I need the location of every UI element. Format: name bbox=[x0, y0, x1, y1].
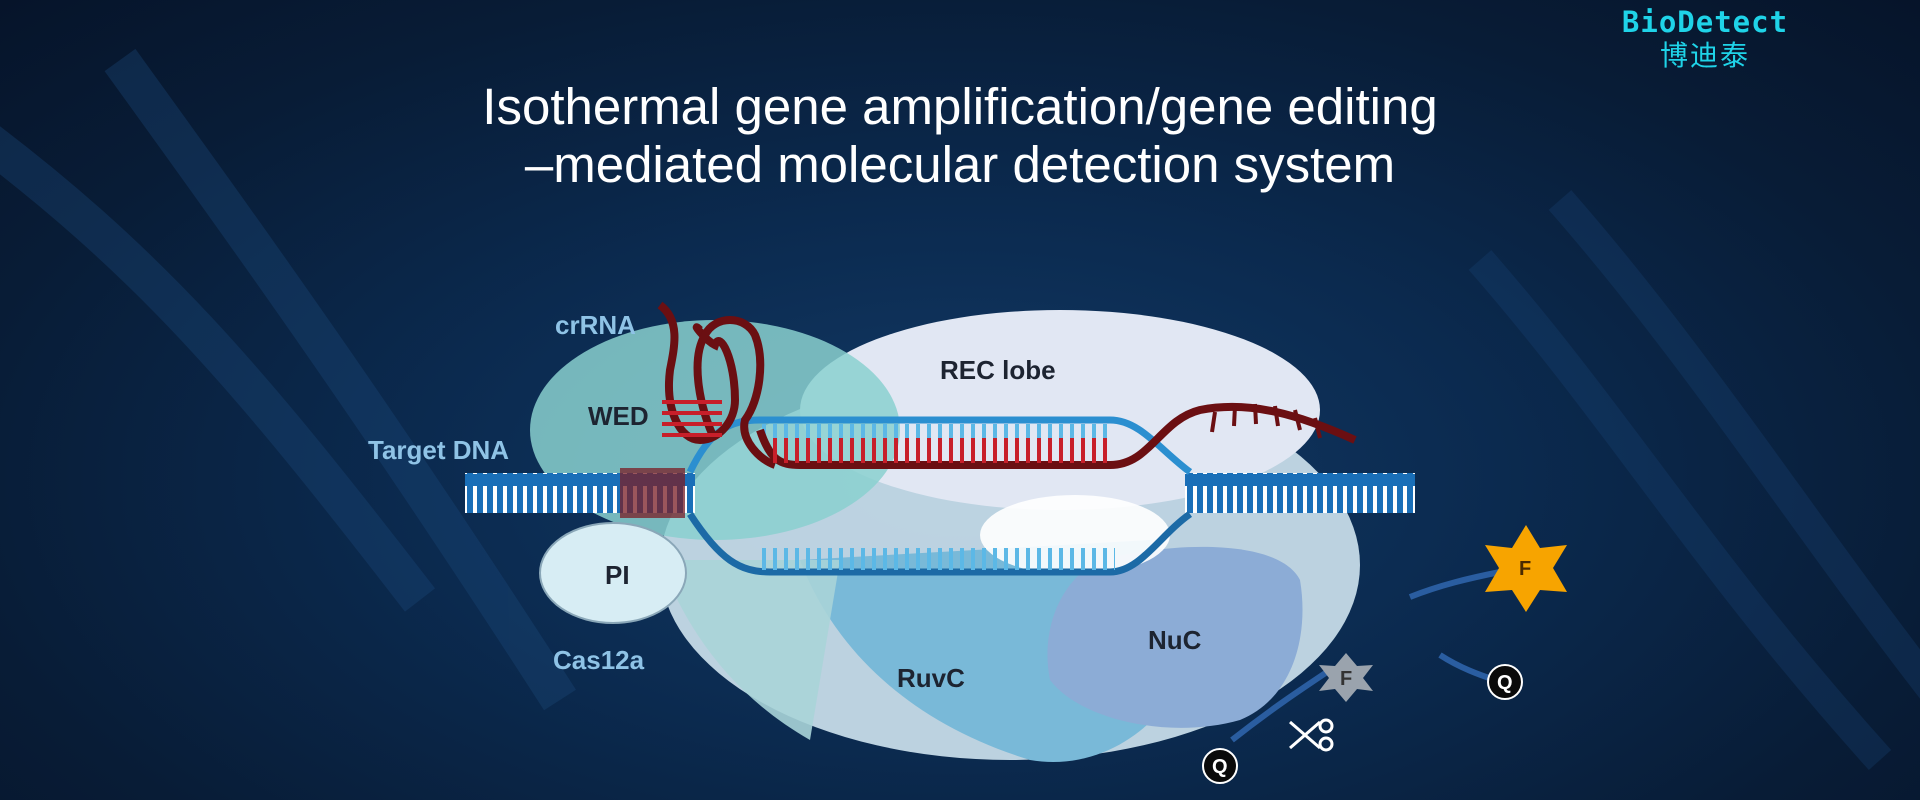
label-nuc: NuC bbox=[1148, 625, 1202, 655]
nuc-domain bbox=[1047, 546, 1303, 728]
label-cas12a: Cas12a bbox=[553, 645, 645, 675]
fluorophore-active bbox=[1485, 525, 1567, 612]
crrna-tail-ticks bbox=[1210, 403, 1322, 439]
dna-lower-strand bbox=[687, 511, 1193, 576]
dna-lower-ticks bbox=[760, 548, 1115, 570]
pam-region bbox=[620, 468, 685, 518]
crrna-strand bbox=[657, 301, 1357, 469]
fluorophore-inactive bbox=[1319, 653, 1373, 702]
label-target-dna: Target DNA bbox=[368, 435, 510, 465]
target-dna-right bbox=[1185, 473, 1415, 513]
reporter-active bbox=[1408, 525, 1567, 612]
label-ruvc: RuvC bbox=[897, 663, 965, 693]
quencher-label-bottom: Q bbox=[1212, 756, 1228, 778]
title-line-2: –mediated molecular detection system bbox=[524, 136, 1396, 193]
crrna-hairpin bbox=[693, 316, 777, 469]
label-pi: PI bbox=[605, 560, 630, 590]
ruvc-domain-left bbox=[660, 560, 840, 740]
page-title: Isothermal gene amplification/gene editi… bbox=[0, 78, 1920, 194]
reporter-cleaved bbox=[1202, 652, 1523, 784]
brand-name-cn: 博迪泰 bbox=[1659, 39, 1750, 72]
brand-logo: BioDetect 博迪泰 bbox=[1600, 4, 1810, 72]
quencher-label-cleaved: Q bbox=[1497, 672, 1513, 694]
label-crrna: crRNA bbox=[555, 310, 636, 340]
title-line-1: Isothermal gene amplification/gene editi… bbox=[482, 78, 1438, 135]
fluorophore-label-inactive: F bbox=[1340, 668, 1352, 690]
scissors-icon bbox=[1289, 718, 1334, 752]
fluorophore-label-active: F bbox=[1519, 558, 1531, 580]
label-rec-lobe: REC lobe bbox=[940, 355, 1056, 385]
crrna-guide-ticks bbox=[770, 438, 1110, 463]
brand-name-en: BioDetect bbox=[1621, 5, 1789, 39]
quencher-cleaved bbox=[1487, 664, 1523, 700]
label-wed: WED bbox=[588, 401, 649, 431]
crrna-hairpin-ticks bbox=[662, 398, 722, 438]
quencher-bottom bbox=[1202, 748, 1238, 784]
pi-domain bbox=[539, 522, 687, 624]
